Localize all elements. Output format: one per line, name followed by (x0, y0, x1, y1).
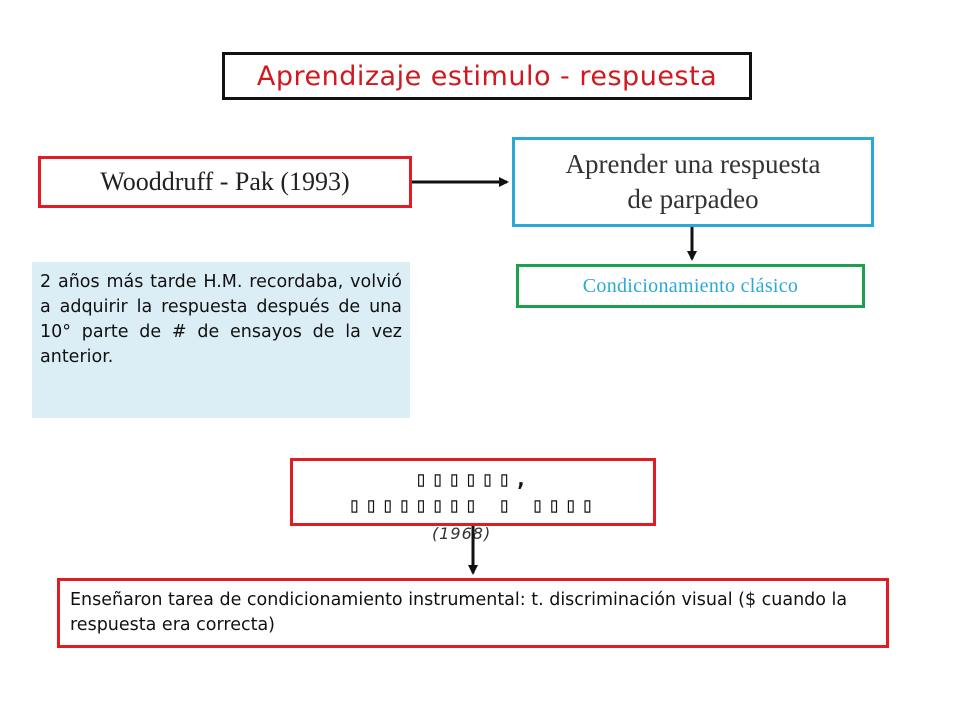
study-line-1: ▯▯▯▯▯▯, (414, 467, 532, 491)
study-year: (1968) (432, 524, 492, 543)
author-text: Wooddruff - Pak (1993) (100, 167, 350, 196)
learn-response-box: Aprender una respuesta de parpadeo (512, 137, 874, 227)
instrumental-box: Enseñaron tarea de condicionamiento inst… (57, 578, 889, 648)
learn-line-1: Aprender una respuesta (565, 148, 821, 179)
study-line-2: ▯▯▯▯▯▯▯▯ ▯ ▯▯▯▯ (348, 493, 598, 517)
title-box: Aprendizaje estimulo - respuesta (222, 52, 752, 100)
study-box: ▯▯▯▯▯▯, ▯▯▯▯▯▯▯▯ ▯ ▯▯▯▯ (290, 458, 656, 526)
classical-conditioning-box: Condicionamiento clásico (516, 264, 865, 308)
classical-conditioning-text: Condicionamiento clásico (582, 274, 799, 297)
learn-response-text: Aprender una respuesta de parpadeo (566, 147, 821, 217)
learn-line-2: de parpadeo (627, 184, 759, 214)
note-text: 2 años más tarde H.M. recordaba, volvió … (40, 272, 402, 367)
note-box: 2 años más tarde H.M. recordaba, volvió … (32, 262, 410, 418)
title-text: Aprendizaje estimulo - respuesta (256, 60, 718, 92)
instrumental-text: Enseñaron tarea de condicionamiento inst… (70, 590, 848, 635)
author-box: Wooddruff - Pak (1993) (38, 156, 412, 208)
